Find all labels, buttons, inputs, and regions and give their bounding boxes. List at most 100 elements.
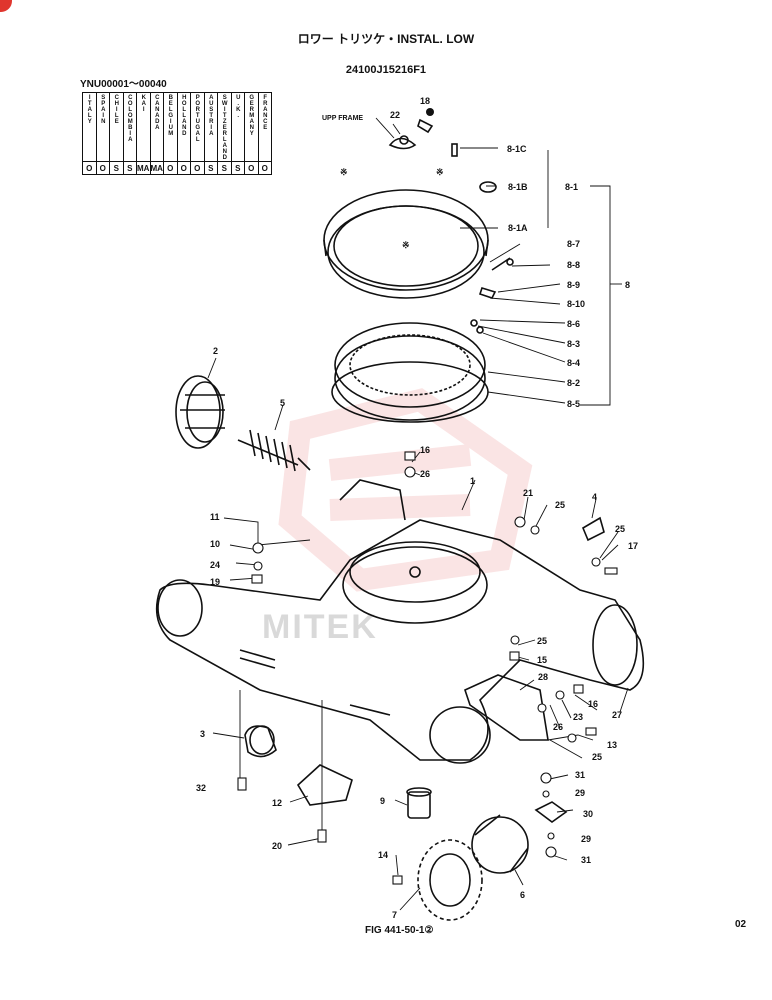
- callout-31-top: 31: [575, 770, 585, 780]
- callout-5: 5: [280, 398, 285, 408]
- country-mark: S: [203, 161, 218, 175]
- country-mark: MA: [136, 161, 151, 175]
- bolt-20: [317, 829, 327, 843]
- page-title: ロワー トリツケ・INSTAL. LOW: [297, 32, 475, 46]
- country-mark: O: [95, 161, 110, 175]
- ring-29-top: [542, 790, 550, 798]
- callout-26-b: 26: [553, 722, 563, 732]
- bolt-19: [251, 574, 263, 584]
- country-name: ITALY: [86, 95, 93, 125]
- ring-29-bottom: [547, 832, 555, 840]
- cushion-block: [581, 516, 605, 542]
- country-name: FRANCE: [262, 95, 269, 131]
- washer-26-top: [404, 466, 416, 478]
- carrier-bracket: [296, 764, 353, 806]
- travel-motor: [471, 814, 529, 874]
- callout-10: 10: [210, 539, 220, 549]
- washer-25-a: [530, 525, 540, 535]
- figure-number: FIG 441-50-1②: [365, 925, 434, 936]
- country-name: BELGIUM: [167, 95, 174, 137]
- callout-28: 28: [538, 672, 548, 682]
- callout-24: 24: [210, 560, 220, 570]
- callout-8-1a: 8-1A: [508, 223, 528, 233]
- part-number: 24100J15216F1: [345, 64, 427, 76]
- country-mark: O: [244, 161, 259, 175]
- country-name: CANADA: [154, 95, 161, 131]
- callout-8-3: 8-3: [567, 339, 580, 349]
- callout-8-2: 8-2: [567, 378, 580, 388]
- bolt-16-top: [404, 451, 416, 461]
- pin-8-1c: [451, 143, 458, 157]
- callout-9: 9: [380, 796, 385, 806]
- track-cover: [464, 674, 549, 741]
- swing-bearing-seat: [342, 541, 488, 624]
- callout-2: 2: [213, 346, 218, 356]
- callout-12: 12: [272, 798, 282, 808]
- serial-range: YNU00001～00040: [80, 79, 167, 90]
- callout-21: 21: [523, 488, 533, 498]
- callout-8-1b: 8-1B: [508, 182, 528, 192]
- country-name: GERMANY: [248, 95, 255, 137]
- callout-11: 11: [210, 512, 220, 522]
- callout-8-4: 8-4: [567, 358, 580, 368]
- callout-17: 17: [628, 541, 638, 551]
- callout-18: 18: [420, 96, 430, 106]
- plug-8-3: [470, 319, 478, 327]
- bolt-15: [509, 651, 520, 661]
- callout-6: 6: [520, 890, 525, 900]
- washer-24: [253, 561, 263, 571]
- bolt-32: [237, 777, 247, 791]
- callout-3: 3: [200, 729, 205, 739]
- drive-sprocket: [417, 839, 483, 921]
- star-mark-1: ※: [340, 167, 348, 177]
- callout-8-6: 8-6: [567, 319, 580, 329]
- oil-seal: [479, 181, 497, 193]
- swivel-joint: [406, 787, 432, 819]
- washer-25-c: [510, 635, 520, 645]
- callout-8-1: 8-1: [565, 182, 578, 192]
- upp-frame-label: UPP FRAME: [322, 115, 363, 122]
- country-mark: O: [176, 161, 191, 175]
- callout-8-9: 8-9: [567, 280, 580, 290]
- country-mark: O: [257, 161, 272, 175]
- callout-13: 13: [607, 740, 617, 750]
- page-number: 02: [735, 919, 747, 930]
- callout-16-b: 16: [588, 699, 598, 709]
- fitting-8-8: [506, 258, 514, 266]
- callout-25-d: 25: [592, 752, 602, 762]
- callout-20: 20: [272, 841, 282, 851]
- washer-10: [252, 542, 264, 554]
- callout-26-top: 26: [420, 469, 430, 479]
- callout-22: 22: [390, 110, 400, 120]
- callout-8-8: 8-8: [567, 260, 580, 270]
- country-name: CHILE: [113, 95, 120, 125]
- callout-1: 1: [470, 476, 475, 486]
- callout-4: 4: [592, 492, 597, 502]
- callout-25-c: 25: [537, 636, 547, 646]
- star-mark-3: ※: [402, 240, 410, 250]
- recoil-spring: [237, 429, 311, 472]
- track-frame: [155, 479, 645, 764]
- callout-8-1c: 8-1C: [507, 144, 527, 154]
- bolt-14: [392, 875, 403, 885]
- country-name: COLOMBIA: [127, 95, 134, 143]
- upper-roller: [244, 725, 277, 758]
- nut-21: [514, 516, 526, 528]
- washer-25-d: [567, 733, 577, 743]
- callout-8-5: 8-5: [567, 399, 580, 409]
- idler-wheel: [175, 375, 225, 449]
- internal-gear-ring: [334, 322, 486, 421]
- callout-32: 32: [196, 783, 206, 793]
- callout-27: 27: [612, 710, 622, 720]
- callout-29-top: 29: [575, 788, 585, 798]
- country-name: AUSTRIA: [208, 95, 215, 137]
- callout-30: 30: [583, 809, 593, 819]
- plug-8-4: [476, 326, 484, 334]
- washer-25-b: [591, 557, 601, 567]
- nipple-8-9: [478, 287, 497, 299]
- washer-23: [555, 690, 565, 700]
- bolt-17: [604, 567, 618, 575]
- callout-23: 23: [573, 712, 583, 722]
